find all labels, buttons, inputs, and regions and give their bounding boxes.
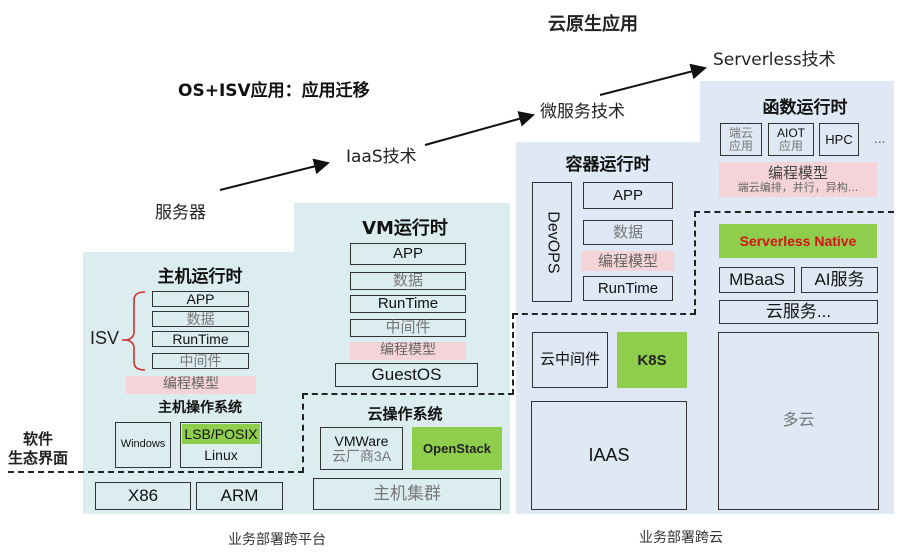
function-app-edge-cloud: 端云 应用 [720,123,762,156]
function-runtime-title: 函数运行时 [762,98,848,118]
function-apps-more: ... [874,132,886,146]
function-app-aiot: AIOT 应用 [768,123,814,156]
container-runtime-panel [516,142,702,514]
arrow-microservice-to-serverless [599,63,707,96]
os-linux-group: LSB/POSIX Linux [180,422,262,468]
host-stack-middleware: 中间件 [152,353,249,369]
cloud-middleware: 云中间件 [532,332,608,388]
container-stack-app: APP [583,182,673,209]
cross-cloud-label: 业务部署跨云 [639,530,723,546]
multi-cloud-box: 多云 [718,332,879,510]
openstack-box: OpenStack [412,427,502,470]
hw-arm: ARM [196,482,283,510]
mbaas-box: MBaaS [719,267,795,293]
cloud-vendor-3a-label: 云厂商3A [331,447,392,464]
evolution-step-server: 服务器 [155,203,206,223]
cloud-os-title: 云操作系统 [367,405,443,423]
iaas-box: IAAS [531,401,687,510]
migration-title: OS+ISV应用：应用迁移 [178,81,370,101]
ecosystem-interface-line1: 软件 [23,430,54,448]
host-cluster: 主机集群 [313,478,501,510]
os-windows: Windows [115,422,171,468]
container-stack-runtime: RunTime [583,276,673,301]
serverless-native-box: Serverless Native [719,224,877,258]
isv-brace [124,291,146,371]
host-programming-model: 编程模型 [126,376,256,394]
vm-guest-os: GuestOS [335,363,478,387]
host-runtime-title: 主机运行时 [157,267,243,287]
ecosystem-dashed-line-left [8,471,304,473]
vmware-label: VMWare [334,432,389,449]
function-programming-model-title: 编程模型 [767,164,828,183]
ecosystem-dashed-line-right [694,211,894,213]
ecosystem-dashed-line-v2 [512,313,514,395]
devops-box: DevOPS [532,182,572,302]
ecosystem-dashed-line-mid2 [512,313,696,315]
vm-programming-model: 编程模型 [350,342,466,360]
vm-stack-app: APP [350,243,466,265]
function-app-hpc: HPC [819,123,859,156]
ai-service-box: AI服务 [801,267,878,293]
function-runtime-panel [700,81,894,514]
vm-stack-middleware: 中间件 [350,319,466,337]
hw-x86: X86 [95,482,191,510]
vm-stack-runtime: RunTime [350,295,466,313]
ecosystem-dashed-line-mid1 [302,393,514,395]
evolution-step-serverless: Serverless技术 [713,50,836,70]
function-app-edge-cloud-line2: 应用 [728,138,753,153]
devops-label: DevOPS [544,210,562,274]
isv-label: ISV [90,328,120,348]
container-runtime-title: 容器运行时 [565,155,651,175]
os-linux: Linux [204,446,238,463]
function-programming-model-sub: 端云编排，并行，异构... [737,180,859,194]
ecosystem-interface-label: 软件 生态界面 [8,430,68,468]
cloud-native-title: 云原生应用 [548,14,638,35]
ecosystem-interface-line2: 生态界面 [8,448,69,467]
host-stack-app: APP [152,291,249,307]
vm-runtime-title: VM运行时 [362,218,448,239]
container-programming-model: 编程模型 [582,251,674,271]
arrow-server-to-iaas [219,158,330,191]
host-stack-data: 数据 [152,311,249,327]
function-programming-model: 编程模型 端云编排，并行，异构... [719,162,877,197]
os-posix: LSB/POSIX [182,424,260,444]
container-stack-data: 数据 [583,220,673,245]
host-stack-runtime: RunTime [152,331,249,347]
function-app-aiot-line2: 应用 [778,138,803,153]
cloud-service-box: 云服务... [719,300,878,324]
vmware-box: VMWare 云厂商3A [320,427,403,470]
ecosystem-dashed-line-v3 [694,211,696,315]
function-app-aiot-line1: AIOT [776,125,805,140]
function-app-edge-cloud-line1: 端云 [728,125,753,140]
evolution-step-microservice: 微服务技术 [540,102,625,122]
evolution-step-iaas: IaaS技术 [346,147,417,167]
host-os-title: 主机操作系统 [158,400,242,416]
vm-stack-data: 数据 [350,272,466,290]
ecosystem-dashed-line-v1 [302,393,304,473]
cross-platform-label: 业务部署跨平台 [228,532,326,548]
arrow-iaas-to-microservice [424,111,535,146]
k8s-box: K8S [617,332,687,388]
